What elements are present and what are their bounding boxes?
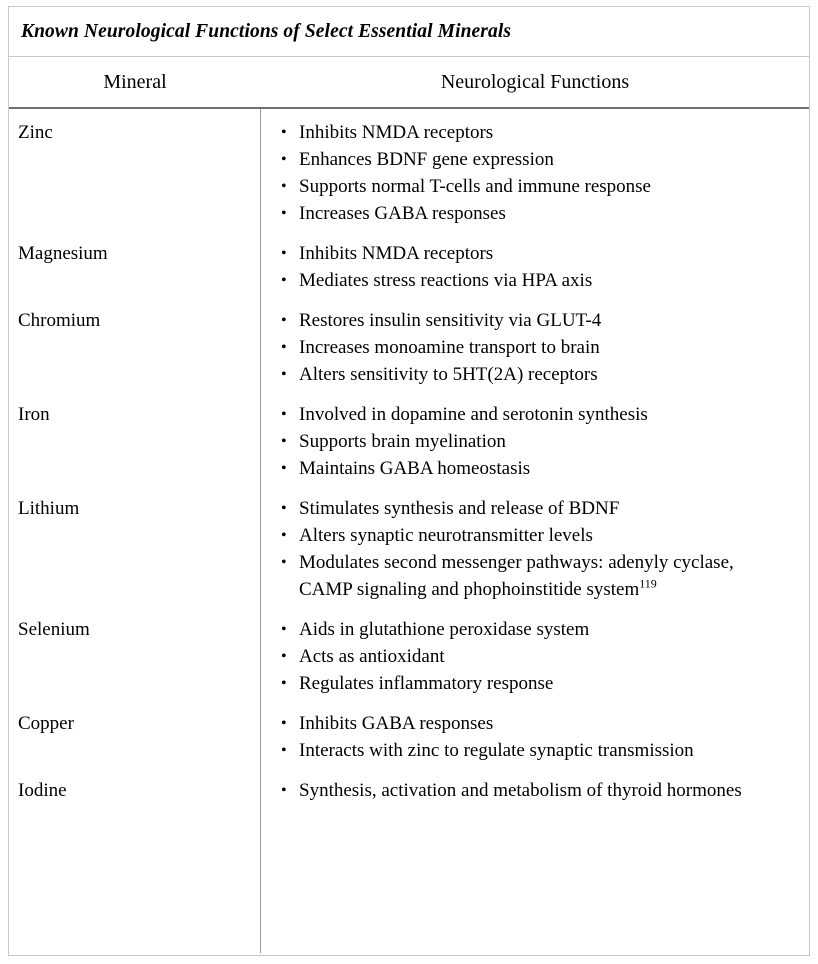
function-item: Synthesis, activation and metabolism of … xyxy=(281,777,769,804)
function-item: Interacts with zinc to regulate synaptic… xyxy=(281,737,769,764)
function-list: Inhibits NMDA receptorsMediates stress r… xyxy=(261,240,809,294)
mineral-name: Chromium xyxy=(18,310,101,331)
function-text: Restores insulin sensitivity via GLUT-4 xyxy=(299,310,602,331)
function-item: Aids in glutathione peroxidase system xyxy=(281,616,769,643)
function-text: Increases GABA responses xyxy=(299,203,506,224)
function-text: Inhibits NMDA receptors xyxy=(299,122,494,143)
function-text: Aids in glutathione peroxidase system xyxy=(299,619,590,640)
function-text: Mediates stress reactions via HPA axis xyxy=(299,270,593,291)
function-list: Involved in dopamine and serotonin synth… xyxy=(261,401,809,482)
function-item: Acts as antioxidant xyxy=(281,643,769,670)
function-group: Stimulates synthesis and release of BDNF… xyxy=(261,495,809,603)
functions-column: Inhibits NMDA receptorsEnhances BDNF gen… xyxy=(261,109,809,953)
function-list: Synthesis, activation and metabolism of … xyxy=(261,777,809,804)
mineral-group: Selenium xyxy=(9,616,260,697)
function-item: Supports normal T-cells and immune respo… xyxy=(281,173,769,200)
function-item: Increases GABA responses xyxy=(281,200,769,227)
function-group: Synthesis, activation and metabolism of … xyxy=(261,777,809,804)
function-text: Regulates inflammatory response xyxy=(299,673,554,694)
function-text: Increases monoamine transport to brain xyxy=(299,337,600,358)
function-text: Interacts with zinc to regulate synaptic… xyxy=(299,740,694,761)
function-groups: Inhibits NMDA receptorsEnhances BDNF gen… xyxy=(261,109,809,804)
function-list: Stimulates synthesis and release of BDNF… xyxy=(261,495,809,603)
mineral-name: Iron xyxy=(18,404,50,425)
function-group: Inhibits GABA responsesInteracts with zi… xyxy=(261,710,809,764)
function-text: Supports brain myelination xyxy=(299,431,506,452)
column-header-neurological-functions: Neurological Functions xyxy=(440,70,630,93)
function-item: Alters synaptic neurotransmitter levels xyxy=(281,522,769,549)
mineral-name: Iodine xyxy=(18,780,67,801)
minerals-table: Known Neurological Functions of Select E… xyxy=(8,6,810,956)
function-group: Inhibits NMDA receptorsMediates stress r… xyxy=(261,240,809,294)
function-text: Alters sensitivity to 5HT(2A) receptors xyxy=(299,364,598,385)
function-item: Supports brain myelination xyxy=(281,428,769,455)
table-caption: Known Neurological Functions of Select E… xyxy=(21,20,512,42)
function-item: Inhibits NMDA receptors xyxy=(281,119,769,146)
mineral-name: Selenium xyxy=(18,619,90,640)
mineral-group: Copper xyxy=(9,710,260,764)
mineral-group: Iodine xyxy=(9,777,260,804)
function-text: Inhibits NMDA receptors xyxy=(299,243,494,264)
mineral-name: Copper xyxy=(18,713,74,734)
column-header-mineral: Mineral xyxy=(103,70,167,93)
mineral-name: Lithium xyxy=(18,498,80,519)
function-text: Acts as antioxidant xyxy=(299,646,445,667)
table-header-row: Mineral Neurological Functions xyxy=(9,57,809,109)
function-group: Restores insulin sensitivity via GLUT-4I… xyxy=(261,307,809,388)
function-item: Alters sensitivity to 5HT(2A) receptors xyxy=(281,361,769,388)
function-item: Modulates second messenger pathways: ade… xyxy=(281,549,769,603)
function-item: Mediates stress reactions via HPA axis xyxy=(281,267,769,294)
function-item: Inhibits NMDA receptors xyxy=(281,240,769,267)
function-text: Modulates second messenger pathways: ade… xyxy=(299,552,734,600)
mineral-group: Zinc xyxy=(9,119,260,227)
mineral-name: Magnesium xyxy=(18,243,108,264)
function-list: Aids in glutathione peroxidase systemAct… xyxy=(261,616,809,697)
mineral-name: Zinc xyxy=(18,122,53,143)
function-item: Increases monoamine transport to brain xyxy=(281,334,769,361)
function-text: Enhances BDNF gene expression xyxy=(299,149,554,170)
function-item: Involved in dopamine and serotonin synth… xyxy=(281,401,769,428)
function-item: Regulates inflammatory response xyxy=(281,670,769,697)
function-text: Maintains GABA homeostasis xyxy=(299,458,531,479)
function-item: Stimulates synthesis and release of BDNF xyxy=(281,495,769,522)
function-item: Restores insulin sensitivity via GLUT-4 xyxy=(281,307,769,334)
function-item: Inhibits GABA responses xyxy=(281,710,769,737)
mineral-group: Magnesium xyxy=(9,240,260,294)
function-text: Inhibits GABA responses xyxy=(299,713,494,734)
function-text: Alters synaptic neurotransmitter levels xyxy=(299,525,593,546)
function-item: Enhances BDNF gene expression xyxy=(281,146,769,173)
mineral-group: Chromium xyxy=(9,307,260,388)
function-list: Inhibits GABA responsesInteracts with zi… xyxy=(261,710,809,764)
function-list: Restores insulin sensitivity via GLUT-4I… xyxy=(261,307,809,388)
function-text: Stimulates synthesis and release of BDNF xyxy=(299,498,620,519)
function-group: Aids in glutathione peroxidase systemAct… xyxy=(261,616,809,697)
mineral-group: Lithium xyxy=(9,495,260,603)
function-text: Synthesis, activation and metabolism of … xyxy=(299,780,742,801)
function-text: Involved in dopamine and serotonin synth… xyxy=(299,404,648,425)
reference-superscript: 119 xyxy=(639,576,657,591)
table-caption-row: Known Neurological Functions of Select E… xyxy=(9,7,809,57)
function-item: Maintains GABA homeostasis xyxy=(281,455,769,482)
function-group: Involved in dopamine and serotonin synth… xyxy=(261,401,809,482)
function-group: Inhibits NMDA receptorsEnhances BDNF gen… xyxy=(261,119,809,227)
function-text: Supports normal T-cells and immune respo… xyxy=(299,176,651,197)
mineral-group: Iron xyxy=(9,401,260,482)
function-list: Inhibits NMDA receptorsEnhances BDNF gen… xyxy=(261,119,809,227)
